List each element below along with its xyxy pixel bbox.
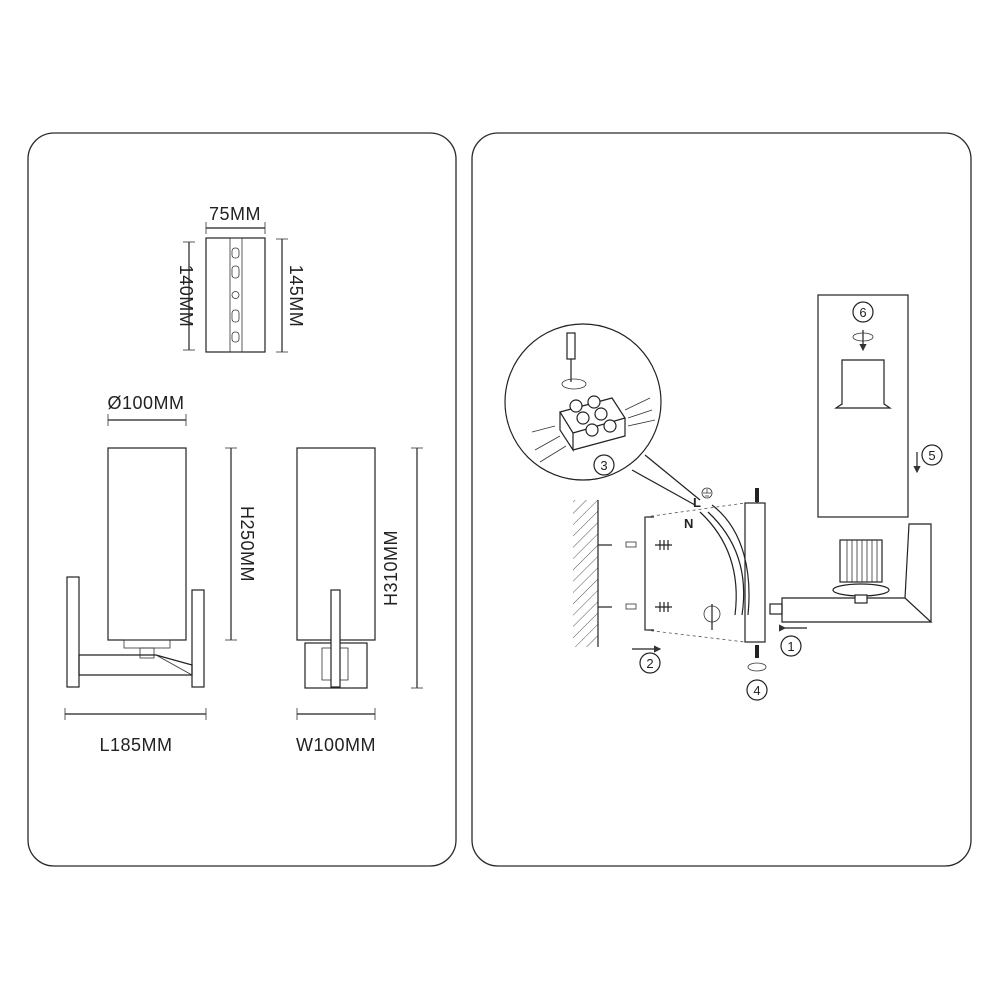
svg-text:3: 3 bbox=[600, 458, 607, 473]
dimensions-panel: 75MM 140MM 145MM Ø100MM bbox=[27, 132, 457, 867]
step-5-marker: 5 bbox=[921, 444, 943, 466]
shade-height-label: H250MM bbox=[237, 506, 257, 582]
wall-section bbox=[573, 500, 599, 647]
mounting-bracket bbox=[632, 502, 746, 653]
total-height-label: H310MM bbox=[381, 530, 401, 606]
live-label: L bbox=[693, 495, 701, 510]
width-label: W100MM bbox=[296, 735, 376, 755]
mains-wires: L N bbox=[684, 487, 750, 630]
svg-text:5: 5 bbox=[928, 448, 935, 463]
step-markers: 1 2 3 4 5 6 bbox=[593, 301, 943, 701]
ground-icon bbox=[701, 487, 713, 499]
side-view-drawing: H310MM W100MM bbox=[296, 447, 423, 755]
svg-text:2: 2 bbox=[646, 656, 653, 671]
plate-height-right-label: 145MM bbox=[286, 265, 306, 328]
svg-text:1: 1 bbox=[787, 639, 794, 654]
step-6-marker: 6 bbox=[852, 301, 874, 323]
mounting-plate-drawing: 75MM 140MM 145MM bbox=[176, 204, 306, 353]
plate-width-label: 75MM bbox=[209, 204, 261, 224]
step-2-marker: 2 bbox=[639, 652, 661, 674]
shade-diameter-label: Ø100MM bbox=[107, 393, 184, 413]
plate-height-left-label: 140MM bbox=[176, 265, 196, 328]
svg-text:6: 6 bbox=[859, 305, 866, 320]
step-1-marker: 1 bbox=[780, 635, 802, 657]
base-plate bbox=[744, 488, 767, 672]
lamp-holder bbox=[832, 539, 890, 604]
length-label: L185MM bbox=[99, 735, 172, 755]
installation-panel: L N bbox=[471, 132, 972, 867]
neutral-label: N bbox=[684, 516, 693, 531]
front-view-drawing: Ø100MM H250MM L185MM bbox=[64, 393, 257, 755]
step-4-marker: 4 bbox=[746, 679, 768, 701]
step-3-marker: 3 bbox=[593, 454, 615, 476]
wall-anchors bbox=[598, 540, 672, 612]
glass-shade bbox=[817, 294, 921, 518]
svg-text:4: 4 bbox=[753, 683, 760, 698]
terminal-block-detail bbox=[504, 323, 701, 506]
